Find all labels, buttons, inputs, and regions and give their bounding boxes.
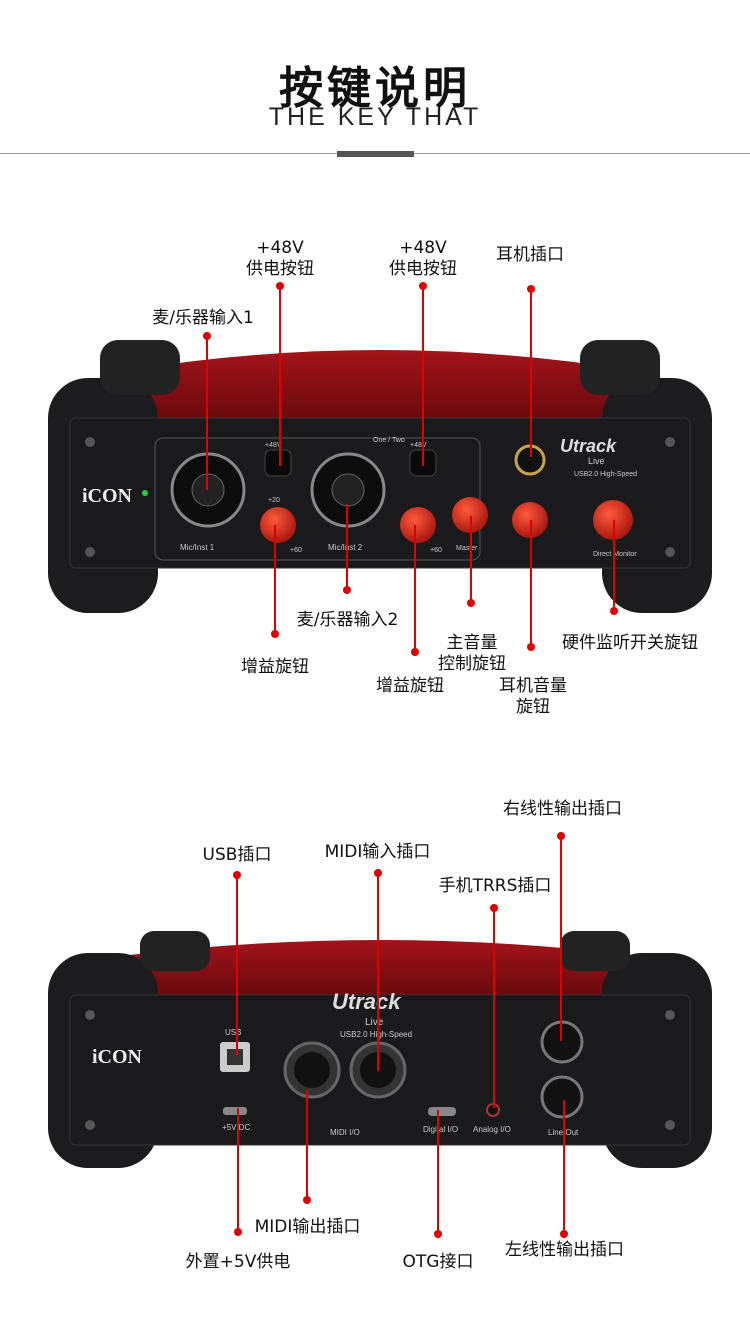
callout-left-out-dot	[560, 1230, 568, 1238]
callout-input2-dot	[343, 586, 351, 594]
callout-headphone-jack: 耳机插口	[496, 245, 564, 265]
back-model-sub: USB2.0 High-Speed	[340, 1030, 412, 1039]
callout-phantom1: +48V 供电按钮	[246, 238, 314, 279]
callout-left-out: 左线性输出插口	[505, 1240, 624, 1260]
front-model-name: Utrack	[560, 436, 617, 456]
back-model-name: Utrack	[332, 989, 402, 1014]
callout-phantom2-line	[422, 286, 424, 466]
callout-dc-power-dot	[234, 1228, 242, 1236]
callout-dc-power-line	[237, 1108, 239, 1232]
callout-direct-monitor-line	[613, 520, 615, 610]
front-brand-logo: iCON	[82, 485, 133, 507]
front-input1-label: Mic/Inst 1	[180, 543, 215, 552]
callout-otg-dot	[434, 1230, 442, 1238]
callout-gain1: 增益旋钮	[241, 657, 309, 677]
callout-right-out: 右线性输出插口	[503, 799, 622, 819]
callout-input1: 麦/乐器输入1	[152, 308, 254, 328]
page-subtitle: THE KEY THAT	[268, 103, 482, 131]
callout-trrs-line	[493, 908, 495, 1108]
front-model-sub: USB2.0 High-Speed	[574, 471, 637, 478]
front-gain2-scale-right: +60	[430, 547, 442, 554]
callout-headphone-vol-dot	[527, 643, 535, 651]
callout-otg-line	[437, 1110, 439, 1234]
back-midi-io-label: MIDI I/O	[330, 1128, 360, 1137]
callout-left-out-line	[563, 1100, 565, 1234]
callout-midi-out-dot	[303, 1196, 311, 1204]
page-title: 按键说明	[279, 63, 471, 114]
front-one-two-label: One / Two	[373, 437, 405, 444]
front-master-label: Master	[456, 545, 478, 552]
front-phantom2-label: +48V	[410, 442, 427, 449]
callout-gain1-dot	[271, 630, 279, 638]
back-device-image: iCON Utrack Live USB2.0 High-Speed USB +…	[48, 931, 712, 1168]
callout-phantom1-line	[279, 286, 281, 466]
callout-right-out-line	[560, 836, 562, 1041]
callout-usb-line	[236, 875, 238, 1055]
callout-dc-power: 外置+5V供电	[185, 1252, 291, 1272]
callout-headphone-vol: 耳机音量 旋钮	[499, 676, 567, 717]
callout-input2: 麦/乐器输入2	[296, 610, 399, 630]
back-usb-label: USB	[225, 1028, 241, 1037]
callout-trrs: 手机TRRS插口	[438, 876, 552, 896]
callout-input2-line	[346, 504, 348, 590]
front-direct-monitor-label: Direct Monitor	[593, 551, 637, 558]
front-input2-label: Mic/Inst 2	[328, 543, 363, 552]
callout-phantom2: +48V 供电按钮	[389, 238, 457, 279]
callout-gain2-line	[414, 525, 416, 651]
callout-headphone-vol-line	[530, 520, 532, 646]
front-gain1-scale-top: +20	[268, 497, 280, 504]
back-digital-io-label: Digital I/O	[423, 1125, 458, 1134]
front-gain1-scale-right: +60	[290, 547, 302, 554]
callout-midi-in-line	[377, 873, 379, 1071]
callout-master-dot	[467, 599, 475, 607]
callout-midi-in: MIDI输入插口	[324, 842, 431, 862]
back-model-line: Live	[365, 1017, 384, 1028]
callout-direct-monitor: 硬件监听开关旋钮	[562, 633, 698, 653]
callout-master-line	[470, 516, 472, 602]
callout-gain2: 增益旋钮	[376, 676, 444, 696]
callout-gain2-dot	[411, 648, 419, 656]
callout-midi-out: MIDI输出插口	[254, 1217, 361, 1237]
callout-usb: USB插口	[202, 845, 272, 865]
front-model-line: Live	[588, 456, 605, 466]
header-accent-bar	[337, 151, 414, 157]
back-analog-io-label: Analog I/O	[473, 1125, 511, 1134]
callout-headphone-jack-line	[530, 289, 532, 457]
callout-input1-line	[206, 336, 208, 490]
callout-midi-out-line	[306, 1090, 308, 1200]
callout-master: 主音量 控制旋钮	[438, 633, 506, 674]
callout-otg: OTG接口	[402, 1252, 474, 1272]
back-dc-label: +5V DC	[222, 1123, 250, 1132]
back-brand-logo: iCON	[92, 1046, 143, 1068]
callout-gain1-line	[274, 525, 276, 633]
front-device-image: iCON Utrack Live USB2.0 High-Speed Mic/I…	[48, 340, 712, 613]
callout-direct-monitor-dot	[610, 607, 618, 615]
front-phantom1-label: +48V	[265, 442, 282, 449]
